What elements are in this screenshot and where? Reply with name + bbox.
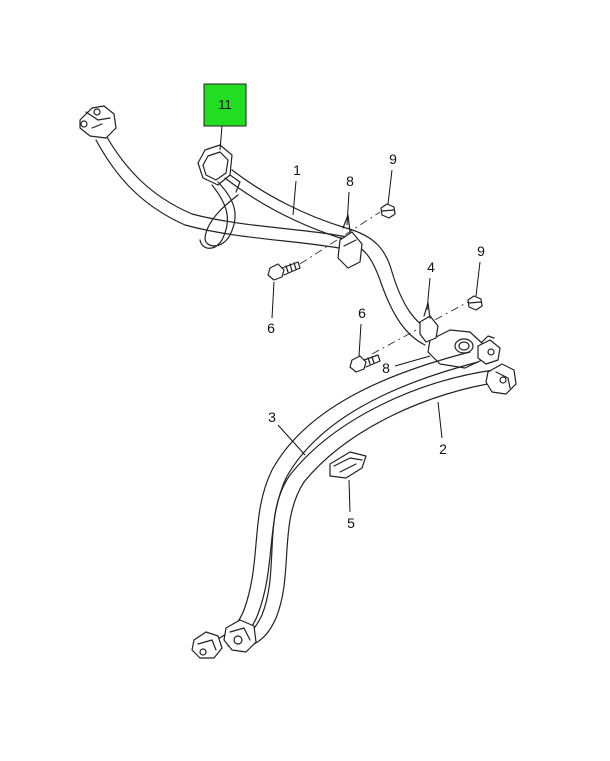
svg-text:4: 4 — [427, 259, 435, 275]
callout-9-upper[interactable]: 9 — [387, 151, 397, 205]
part-1-hose — [95, 131, 435, 346]
alignment-line-upper — [299, 211, 381, 265]
svg-text:8: 8 — [346, 173, 354, 189]
svg-text:9: 9 — [389, 151, 397, 167]
svg-text:2: 2 — [439, 441, 447, 457]
callout-11-highlighted[interactable]: 11 — [203, 83, 247, 151]
callout-5[interactable]: 5 — [347, 479, 355, 531]
svg-text:9: 9 — [477, 243, 485, 259]
svg-text:5: 5 — [347, 515, 355, 531]
part-8-upper-bracket — [337, 214, 363, 269]
callout-11-box — [203, 83, 247, 127]
callout-8-lower[interactable]: 8 — [382, 355, 431, 376]
callout-4[interactable]: 4 — [426, 259, 435, 311]
part-11-clamp — [197, 144, 241, 249]
callout-11-label: 11 — [218, 97, 232, 112]
callout-8-upper[interactable]: 8 — [346, 173, 354, 226]
hose-2-right-connector — [485, 363, 517, 395]
part-9-upper-nut — [380, 203, 396, 219]
part-2-hose — [239, 369, 501, 645]
callout-11-leader — [219, 125, 223, 151]
lower-left-connectors — [191, 619, 257, 659]
callout-3[interactable]: 3 — [268, 409, 306, 456]
callout-2[interactable]: 2 — [437, 401, 447, 457]
upper-left-connector — [79, 105, 117, 139]
svg-text:8: 8 — [382, 360, 390, 376]
part-6-upper-bolt — [267, 261, 301, 281]
junction-assembly — [427, 329, 501, 369]
callout-9-lower[interactable]: 9 — [475, 243, 485, 297]
part-5-clip — [329, 451, 367, 479]
svg-text:3: 3 — [268, 409, 276, 425]
callout-1[interactable]: 1 — [292, 162, 301, 216]
callout-6-lower[interactable]: 6 — [358, 305, 366, 357]
part-6-lower-bolt — [349, 354, 381, 373]
part-9-lower-nut — [467, 295, 483, 311]
svg-text:6: 6 — [358, 305, 366, 321]
callout-6-upper[interactable]: 6 — [267, 281, 275, 336]
svg-text:6: 6 — [267, 320, 275, 336]
part-4-bracket — [419, 302, 439, 343]
svg-text:1: 1 — [293, 162, 301, 178]
